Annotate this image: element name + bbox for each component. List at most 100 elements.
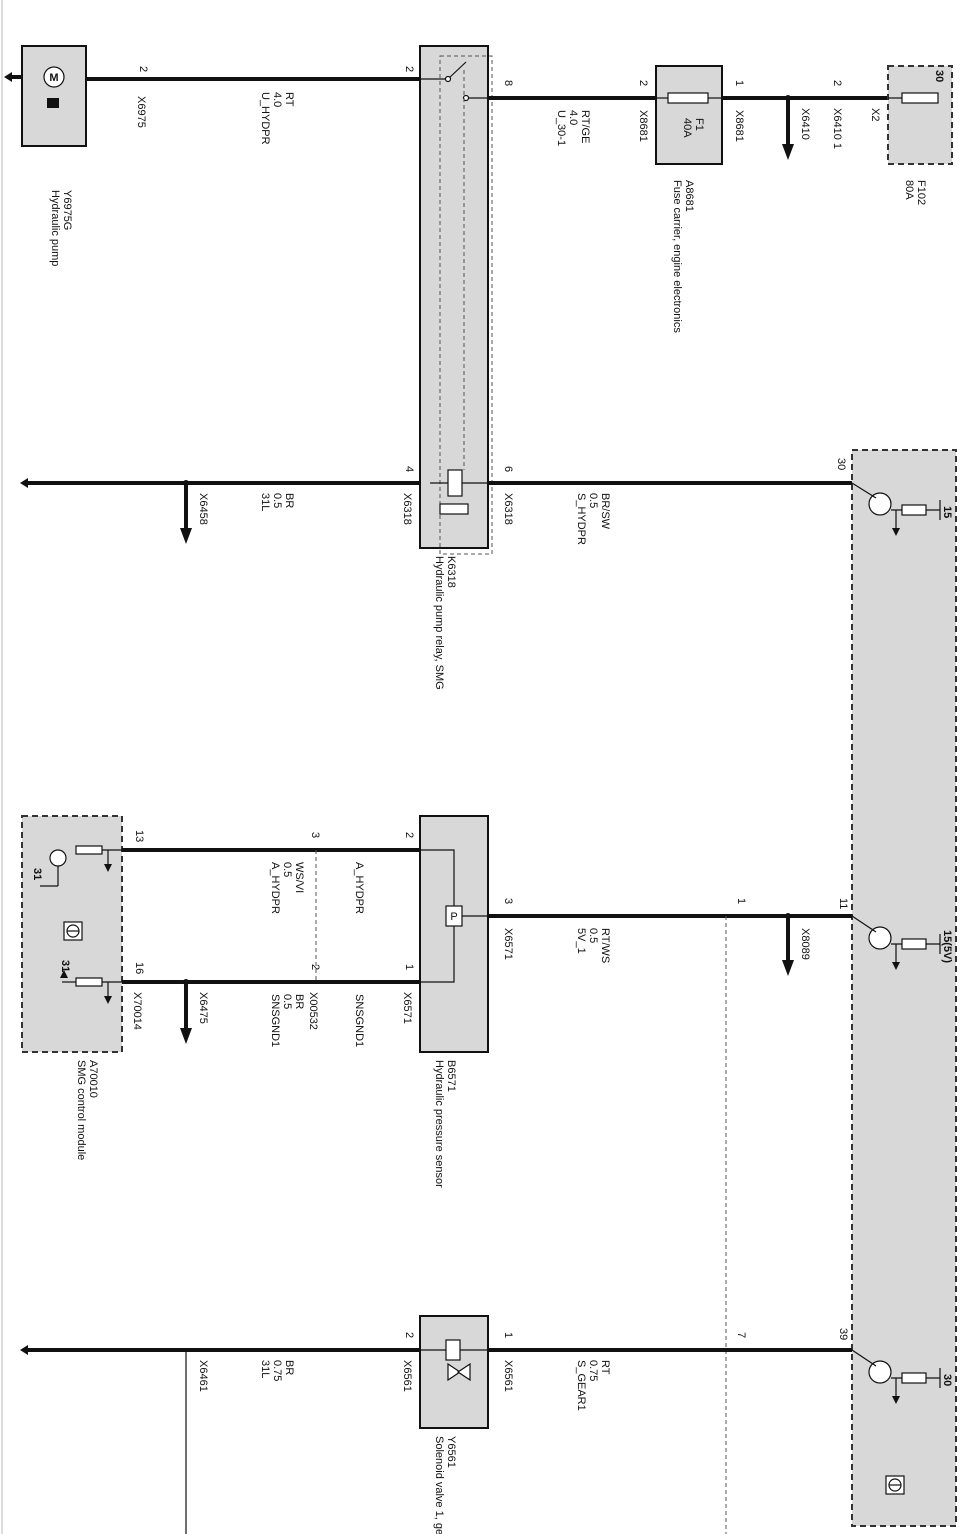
hydraulic-pump-label: Y6975G Hydraulic pump <box>49 190 73 266</box>
svg-text:U_30-1: U_30-1 <box>555 110 567 146</box>
svg-text:U_HYDPR: U_HYDPR <box>259 92 271 145</box>
relay-coil-icon <box>447 469 463 497</box>
svg-text:F102: F102 <box>915 180 927 205</box>
connector-label: X6410 <box>799 108 811 140</box>
pin-label: 2 <box>637 80 649 86</box>
wire-spec-5v-1: 5V_1 0.5 RT/WS <box>575 928 611 963</box>
fuse-carrier: F1 40A <box>655 65 723 165</box>
pin-label: 1 <box>733 80 745 86</box>
pin-label: 8 <box>502 80 514 86</box>
svg-text:0.75: 0.75 <box>587 1360 599 1381</box>
signal-label: A_HYDPR <box>353 862 365 914</box>
pump-relay-label: K6318 Hydraulic pump relay, SMG <box>433 556 457 690</box>
hydraulic-pump: M <box>4 45 87 147</box>
solenoid-valve <box>419 1315 489 1429</box>
svg-text:A70010: A70010 <box>87 1060 99 1098</box>
svg-text:BR: BR <box>283 493 295 508</box>
switch-contact-icon <box>447 61 467 80</box>
pin-label: 1 <box>403 964 415 970</box>
pin-label: 2 <box>403 66 415 72</box>
svg-text:4.0: 4.0 <box>271 92 283 107</box>
main-fuse: 30 <box>887 65 953 165</box>
pressure-sensor-label: B6571 Hydraulic pressure sensor <box>433 1060 457 1188</box>
svg-text:Hydraulic pump relay, SMG: Hydraulic pump relay, SMG <box>433 556 445 690</box>
svg-text:15(5V): 15(5V) <box>941 930 953 963</box>
svg-text:P: P <box>450 911 457 923</box>
pin-label: 30 <box>835 458 847 470</box>
svg-text:Hydraulic pressure sensor: Hydraulic pressure sensor <box>433 1060 445 1188</box>
hydraulic-pressure-sensor: P <box>419 815 489 1053</box>
wire-spec-snsgnd1: SNSGND1 0.5 BR <box>269 994 305 1047</box>
smg-module-strip <box>851 449 957 1527</box>
svg-text:40A: 40A <box>681 118 693 138</box>
svg-text:4.0: 4.0 <box>567 110 579 125</box>
svg-text:A8681: A8681 <box>683 180 695 212</box>
component-id: Y6975G <box>61 190 73 230</box>
connector-label: X8681 <box>637 110 649 142</box>
pin-label: 3 <box>502 898 514 904</box>
svg-text:B6571: B6571 <box>445 1060 457 1092</box>
connector-label: X8681 <box>733 110 745 142</box>
module-symbol-icon <box>885 1475 905 1495</box>
svg-text:RT/GE: RT/GE <box>579 110 591 143</box>
svg-text:BR: BR <box>293 994 305 1009</box>
svg-text:31L: 31L <box>259 493 271 511</box>
module-symbol-icon <box>63 921 83 941</box>
svg-text:RT: RT <box>283 92 295 107</box>
svg-text:S_HYDPR: S_HYDPR <box>575 493 587 545</box>
connector-label: X6318 <box>502 493 514 525</box>
connector-label: X6571 <box>502 928 514 960</box>
svg-text:M: M <box>49 72 58 84</box>
transistor-supply-icon: 15(5V) <box>851 915 953 970</box>
pin-label: 1 <box>502 1332 514 1338</box>
motor-icon <box>43 66 65 88</box>
pin-label: 1 <box>735 898 747 904</box>
wire-spec-u-30-1: U_30-1 4.0 RT/GE <box>555 110 591 146</box>
svg-text:0.5: 0.5 <box>587 493 599 508</box>
svg-text:BR/SW: BR/SW <box>599 493 611 530</box>
relay-resistor-icon <box>439 503 469 515</box>
transistor-solenoid-icon: 30 <box>851 1349 953 1404</box>
pin-label: 11 <box>837 898 849 909</box>
component-name: Hydraulic pump <box>49 190 61 266</box>
connector-label: X6318 <box>401 493 413 525</box>
pin-label: 2 <box>403 1332 415 1338</box>
pump-relay <box>419 45 493 555</box>
wire-spec-u-hydpr: U_HYDPR 4.0 RT <box>259 92 295 145</box>
svg-text:A_HYDPR: A_HYDPR <box>269 862 281 914</box>
pin-label: 7 <box>735 1332 747 1338</box>
valve-icon <box>447 1362 462 1382</box>
pin-label: 4 <box>403 466 415 472</box>
svg-text:Solenoid valve 1, gear: Solenoid valve 1, gear <box>433 1436 445 1534</box>
wire-spec-s-hydpr: S_HYDPR 0.5 BR/SW <box>575 493 611 545</box>
svg-text:Fuse carrier, engine electroni: Fuse carrier, engine electronics <box>671 180 683 333</box>
signal-label: SNSGND1 <box>353 994 365 1047</box>
connector-label: X6561 <box>401 1360 413 1392</box>
pin-label: 39 <box>837 1328 849 1340</box>
svg-text:31: 31 <box>59 960 71 972</box>
svg-text:31L: 31L <box>259 1360 271 1378</box>
svg-text:K6318: K6318 <box>445 556 457 588</box>
svg-text:SMG control module: SMG control module <box>75 1060 87 1160</box>
svg-text:0.5: 0.5 <box>281 862 293 877</box>
fuse-icon <box>901 92 939 104</box>
svg-text:80A: 80A <box>903 180 915 200</box>
svg-text:15: 15 <box>941 506 953 518</box>
svg-text:0.5: 0.5 <box>271 493 283 508</box>
wire-spec-31l: 31L 0.5 BR <box>259 493 295 511</box>
svg-text:WS/VI: WS/VI <box>293 862 305 893</box>
connector-label: X6571 <box>401 992 413 1024</box>
svg-text:SNSGND1: SNSGND1 <box>269 994 281 1047</box>
pin-label: 2 <box>137 66 149 72</box>
svg-text:0.75: 0.75 <box>271 1360 283 1381</box>
solenoid-valve-label: Y6561 Solenoid valve 1, gear <box>433 1436 457 1534</box>
connector-label: X6410 1 <box>831 108 843 149</box>
pin-label: 2 <box>309 964 321 970</box>
svg-text:30: 30 <box>941 1374 953 1386</box>
wire-spec-31l-solenoid: 31L 0.75 BR <box>259 1360 295 1381</box>
pin-label: 2 <box>831 80 843 86</box>
wire-spec-s-gear1: S_GEAR1 0.75 RT <box>575 1360 611 1411</box>
svg-text:0.5: 0.5 <box>587 928 599 943</box>
connector-label: X6561 <box>502 1360 514 1392</box>
